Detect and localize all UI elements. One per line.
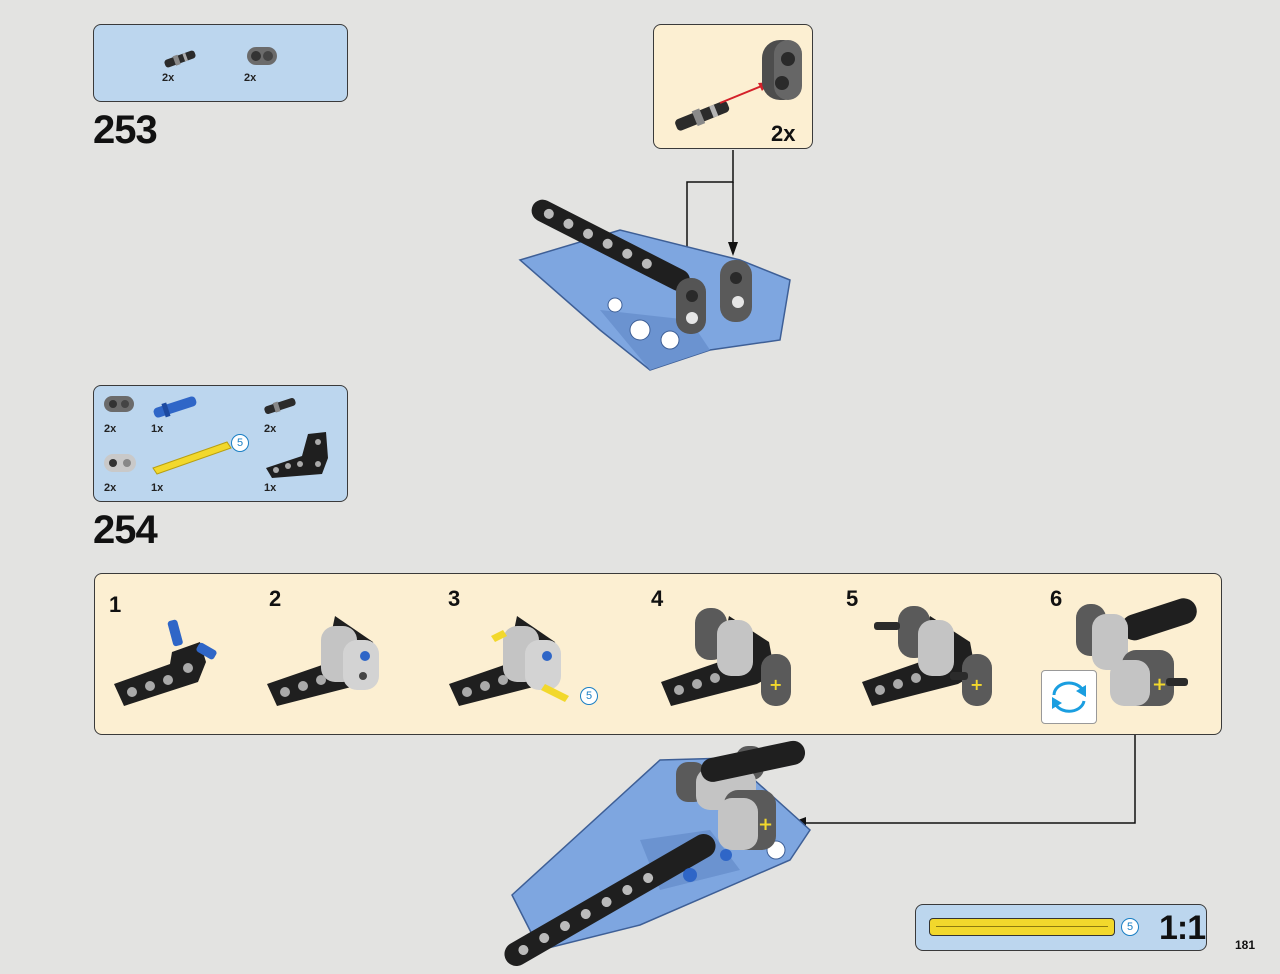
step-number-253: 253 <box>93 108 158 152</box>
qty-label: 2x <box>104 482 117 494</box>
qty-label: 2x <box>264 423 277 435</box>
callout-253: 2x <box>653 24 813 149</box>
rotate-model-icon <box>1041 670 1097 724</box>
substep-number: 3 <box>448 586 461 611</box>
qty-label: 2x <box>244 72 257 84</box>
callout-assembly-image <box>675 40 802 131</box>
page-number: 181 <box>1235 938 1256 952</box>
substep-5-image: + <box>862 606 992 706</box>
svg-text:+: + <box>1152 674 1167 695</box>
substep-number: 6 <box>1050 586 1063 611</box>
svg-text:+: + <box>758 814 773 835</box>
step-number-254: 254 <box>93 508 158 552</box>
part-blue-pin-long-icon <box>153 396 197 418</box>
part-yellow-axle-icon <box>152 441 232 475</box>
svg-text:+: + <box>970 675 983 694</box>
substep-2-image <box>267 616 379 706</box>
substep-3-image <box>449 616 569 706</box>
qty-label: 1x <box>151 482 164 494</box>
substep-6-image: + <box>1076 598 1197 706</box>
part-pin-with-axle-icon <box>164 50 196 68</box>
substep-4-image: + <box>661 608 791 706</box>
substeps-callout-254: 1 2 3 4 5 6 5 + <box>94 573 1222 735</box>
qty-label: 2x <box>104 423 117 435</box>
substep-number: 1 <box>109 592 122 617</box>
part-light-gray-connector-icon <box>104 454 136 472</box>
qty-label: 2x <box>162 72 175 84</box>
substep-number: 4 <box>651 586 664 611</box>
model-assembly-253 <box>518 199 791 371</box>
axle-scale-bar <box>929 918 1115 936</box>
qty-label: 1x <box>264 482 277 494</box>
substep-number: 2 <box>269 586 282 611</box>
part-axle-pin-connector-icon <box>104 396 134 412</box>
scale-box: 5 1:1 <box>915 904 1207 951</box>
svg-text:+: + <box>769 675 782 694</box>
part-black-angled-beam-icon <box>266 432 328 478</box>
callout-qty: 2x <box>771 121 796 146</box>
qty-label: 1x <box>151 423 164 435</box>
substep-number: 5 <box>846 586 859 611</box>
axle-length-label: 5 <box>231 434 249 452</box>
axle-length-label: 5 <box>1121 918 1139 936</box>
part-axle-pin-connector-icon <box>247 47 277 65</box>
scale-ratio: 1:1 <box>1159 909 1206 947</box>
part-pin-with-axle-icon <box>264 398 296 414</box>
substep-1-image <box>114 619 217 706</box>
parts-list-253: 2x 2x <box>93 24 348 102</box>
axle-length-label: 5 <box>580 687 598 705</box>
model-assembly-254: + <box>504 740 811 966</box>
parts-list-254: 2x 1x 2x 2x 5 1x 1x <box>93 385 348 502</box>
